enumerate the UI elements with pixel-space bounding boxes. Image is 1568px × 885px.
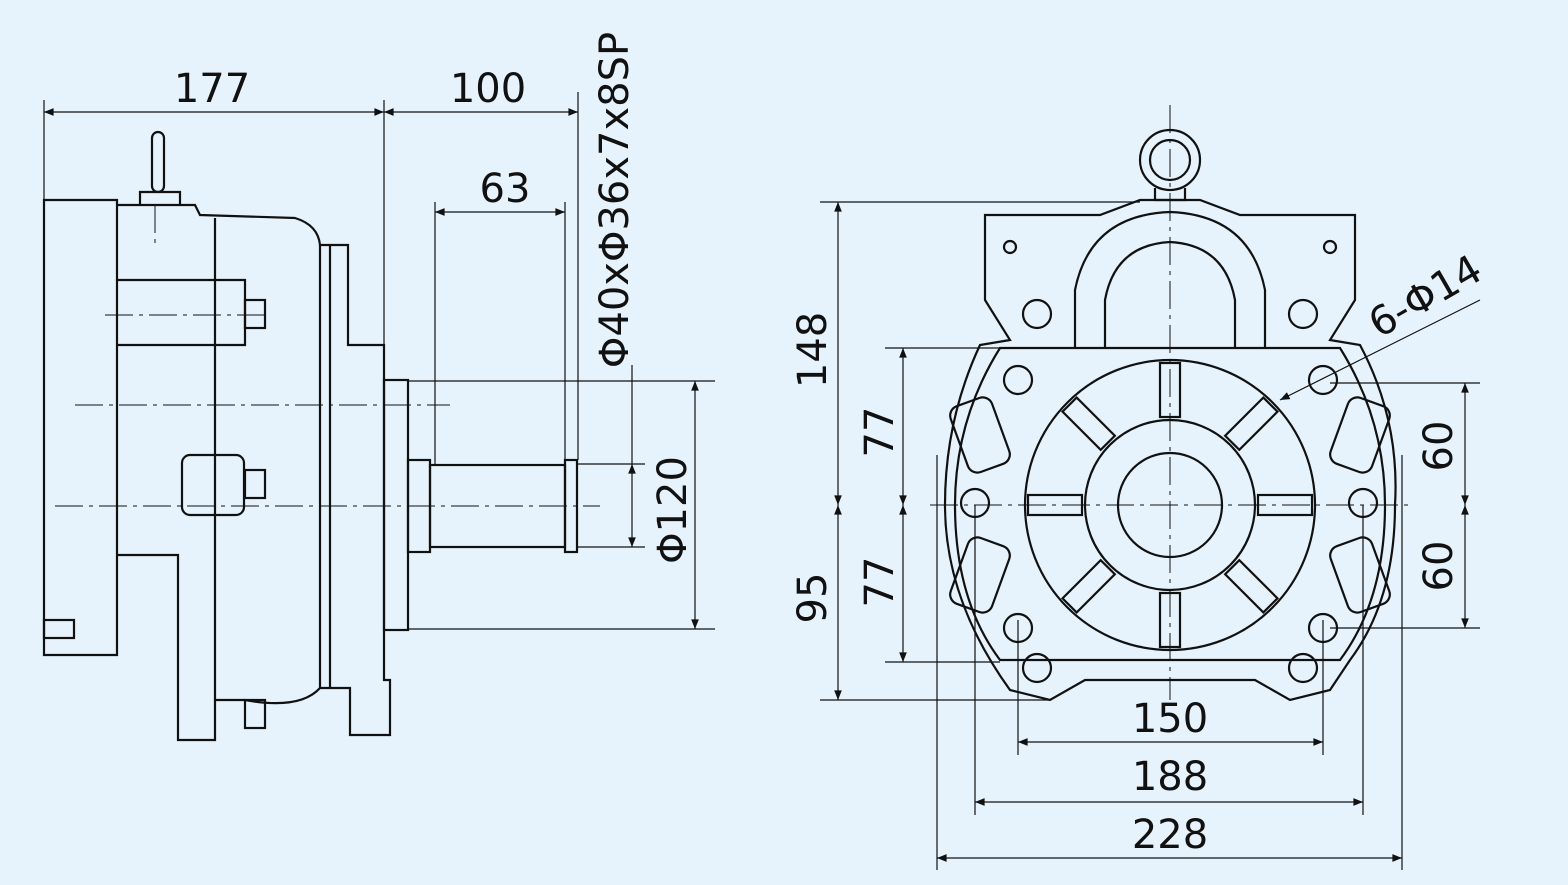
dim-top-height: 148 xyxy=(790,312,836,388)
pocket xyxy=(1329,536,1391,614)
mounting-hole xyxy=(1002,364,1034,396)
dim-upper-60: 60 xyxy=(1416,421,1462,472)
small-hole xyxy=(1002,239,1018,255)
dim-overall-length: 177 xyxy=(174,66,250,112)
dim-width-150: 150 xyxy=(1132,696,1208,742)
front-view: 148 95 77 77 60 60 6-Φ14 150 188 228 xyxy=(790,105,1490,870)
dim-lower-77: 77 xyxy=(857,557,903,608)
rib xyxy=(1223,558,1280,615)
dim-width-228: 228 xyxy=(1132,812,1208,858)
dim-bottom-height: 95 xyxy=(790,573,836,624)
mounting-hole xyxy=(1287,298,1319,330)
rib xyxy=(1060,558,1117,615)
mounting-hole xyxy=(1287,652,1319,684)
mounting-hole xyxy=(1021,652,1053,684)
rib xyxy=(1223,395,1280,452)
rib xyxy=(1060,395,1117,452)
dim-upper-77: 77 xyxy=(857,407,903,458)
side-view: 177 100 63 Φ40xΦ36x7x8SP Φ120 xyxy=(42,32,715,742)
mounting-hole xyxy=(1307,364,1339,396)
pocket xyxy=(949,396,1011,474)
small-hole xyxy=(1322,239,1338,255)
mounting-hole xyxy=(1021,298,1053,330)
pocket xyxy=(949,536,1011,614)
pocket xyxy=(1329,396,1391,474)
dim-width-188: 188 xyxy=(1132,754,1208,800)
dim-holes: 6-Φ14 xyxy=(1361,246,1490,347)
dim-spline-length: 63 xyxy=(480,166,531,212)
dim-shaft-length: 100 xyxy=(450,66,526,112)
dim-lower-60: 60 xyxy=(1416,541,1462,592)
dim-flange-diameter: Φ120 xyxy=(650,456,696,564)
dim-shaft-spec: Φ40xΦ36x7x8SP xyxy=(592,32,638,368)
